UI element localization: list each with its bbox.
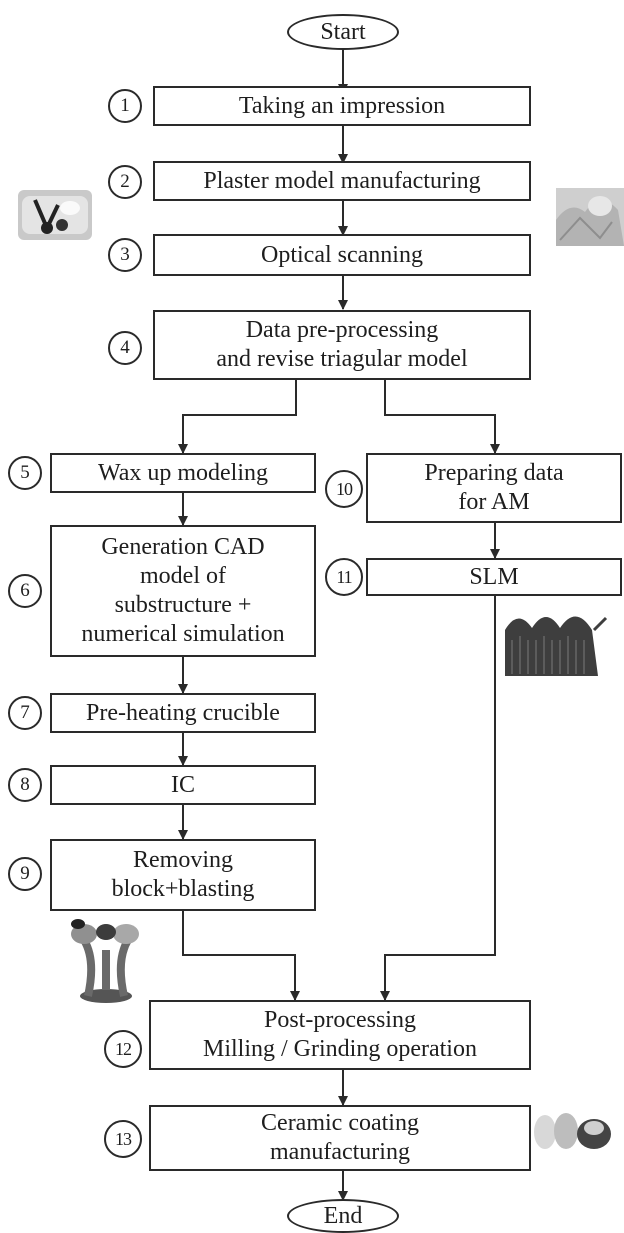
- step-number-10: 10: [325, 470, 363, 508]
- step-number-13: 13: [104, 1120, 142, 1158]
- cast-tree-photo: [71, 919, 139, 1003]
- step-10-box: Preparing data for AM: [366, 453, 622, 523]
- step-number-4: 4: [108, 331, 142, 365]
- step-6-box: Generation CAD model of substructure + n…: [50, 525, 316, 657]
- plaster-model-photo: [18, 190, 92, 240]
- start-label: Start: [320, 18, 366, 45]
- step-7-box: Pre-heating crucible: [50, 693, 316, 733]
- step-13-box: Ceramic coating manufacturing: [149, 1105, 531, 1171]
- start-terminal: Start: [287, 14, 399, 50]
- end-label: End: [323, 1202, 363, 1229]
- step-11-box: SLM: [366, 558, 622, 596]
- step-12-box: Post-processing Milling / Grinding opera…: [149, 1000, 531, 1070]
- scanned-teeth-photo: [556, 188, 624, 246]
- step-number-8: 8: [8, 768, 42, 802]
- step-8-box: IC: [50, 765, 316, 805]
- arrow-4-5: [178, 380, 297, 454]
- step-number-9: 9: [8, 857, 42, 891]
- step-number-5: 5: [8, 456, 42, 490]
- arrow-9-12: [182, 909, 300, 1001]
- step-number-6: 6: [8, 574, 42, 608]
- step-number-1: 1: [108, 89, 142, 123]
- slm-frame-photo: [505, 616, 608, 676]
- end-terminal: End: [287, 1199, 399, 1233]
- step-2-box: Plaster model manufacturing: [153, 161, 531, 201]
- step-3-box: Optical scanning: [153, 234, 531, 276]
- step-4-box: Data pre-processing and revise triagular…: [153, 310, 531, 380]
- step-number-7: 7: [8, 696, 42, 730]
- step-number-2: 2: [108, 165, 142, 199]
- arrow-11-12: [380, 596, 496, 1001]
- step-1-box: Taking an impression: [153, 86, 531, 126]
- step-9-box: Removing block+blasting: [50, 839, 316, 911]
- ceramic-crowns-photo: [534, 1113, 611, 1149]
- step-5-box: Wax up modeling: [50, 453, 316, 493]
- step-number-3: 3: [108, 238, 142, 272]
- step-number-12: 12: [104, 1030, 142, 1068]
- step-number-11: 11: [325, 558, 363, 596]
- arrow-4-10: [384, 380, 500, 454]
